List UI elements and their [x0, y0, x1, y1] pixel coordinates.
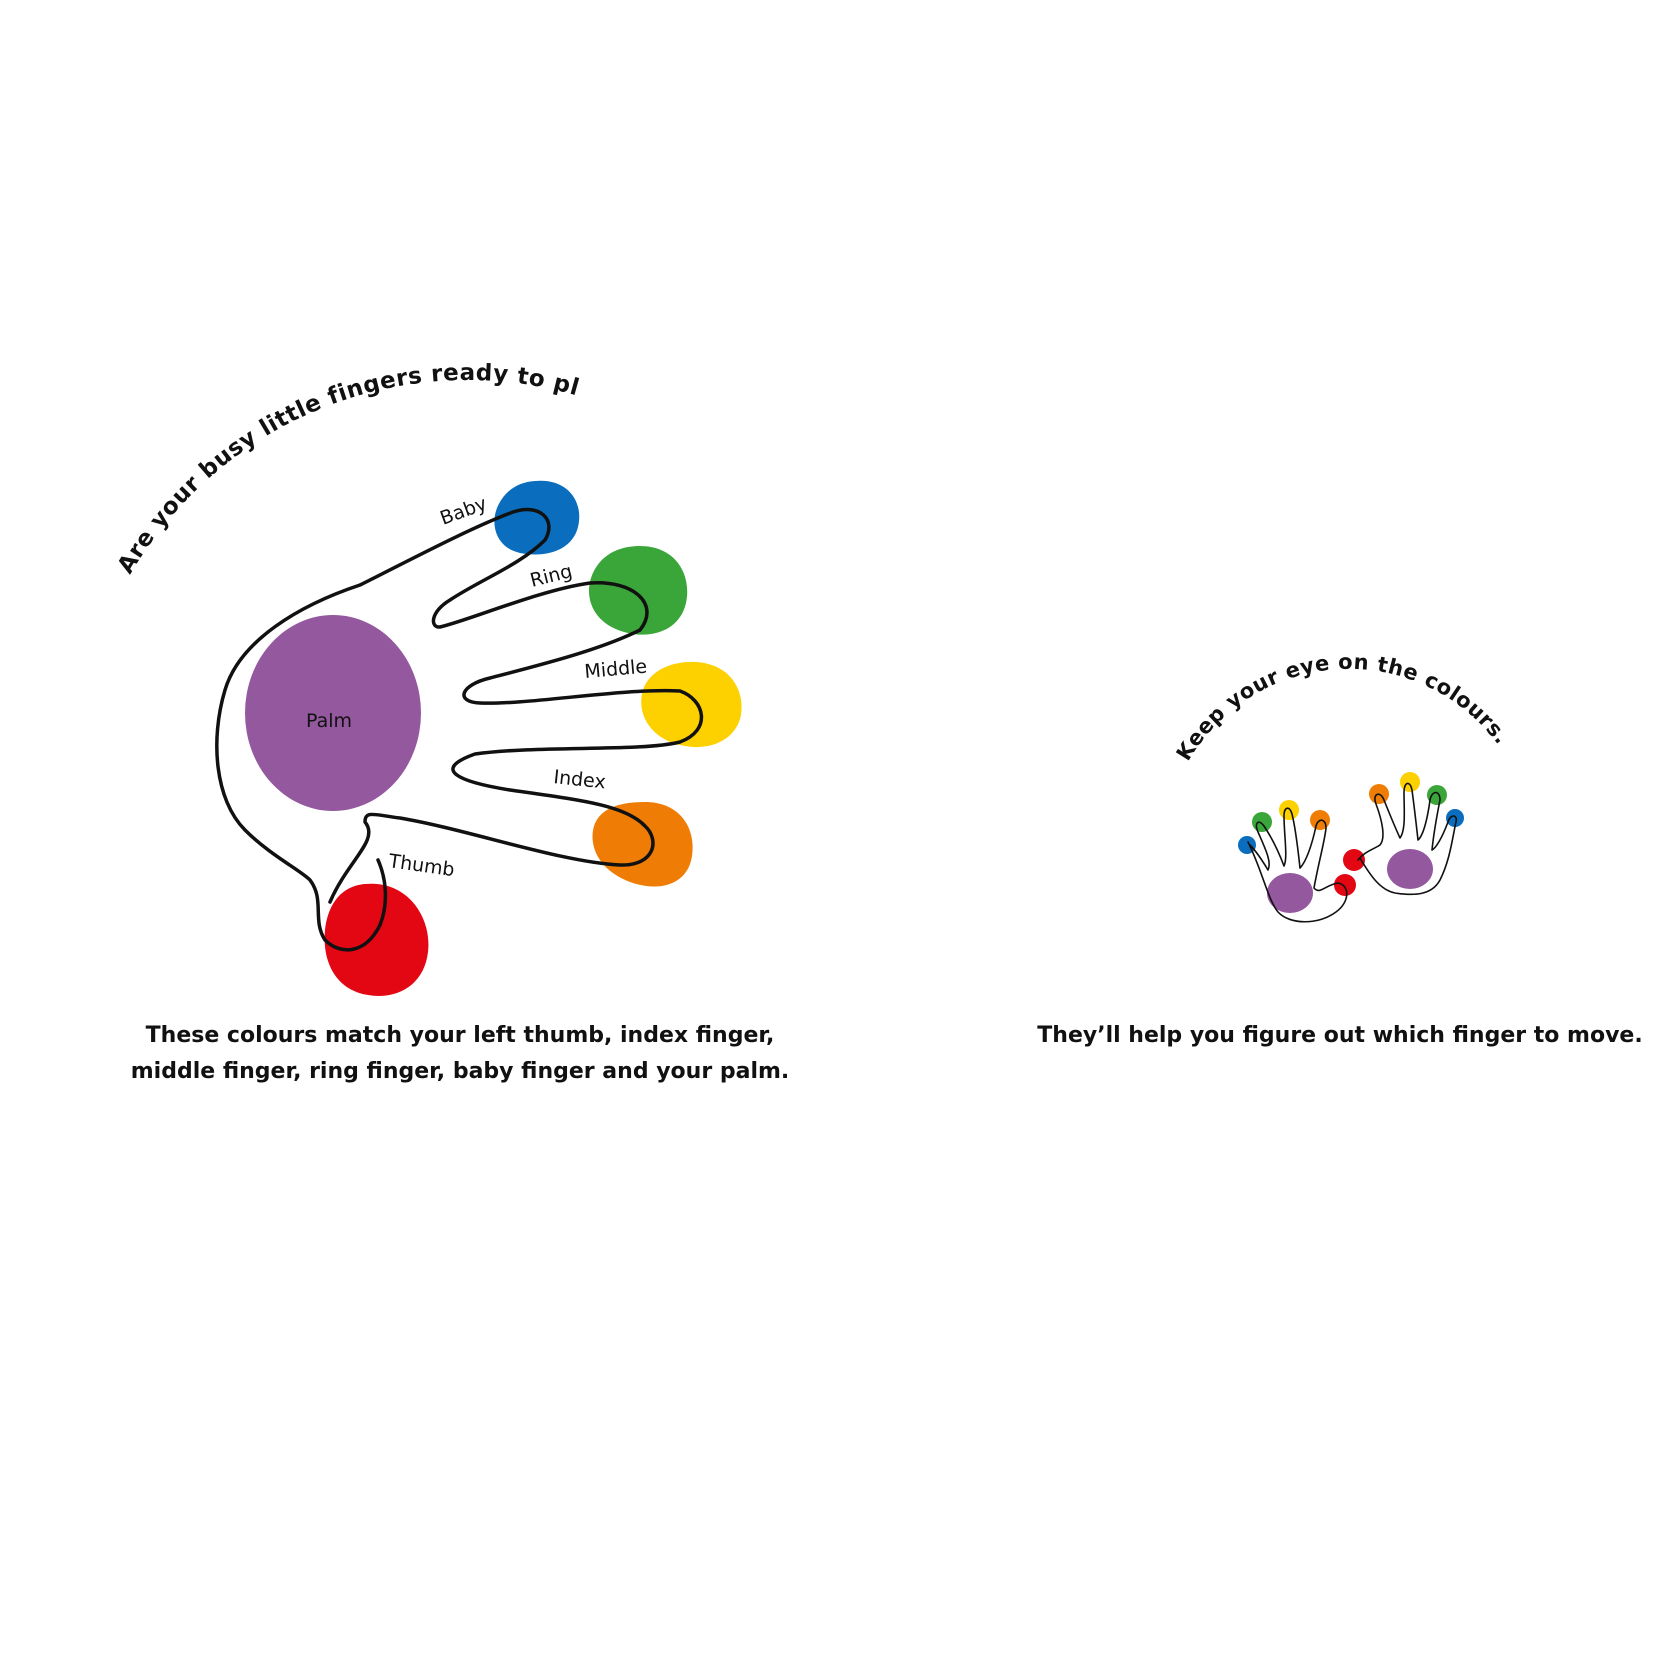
- hand-outline-icon: [215, 507, 704, 952]
- small-right-thumb-dot: [1343, 849, 1365, 871]
- small-left-thumb-dot: [1334, 874, 1356, 896]
- two-hands-icon: [1238, 772, 1464, 923]
- label-thumb: Thumb: [386, 850, 456, 881]
- left-caption: These colours match your left thumb, ind…: [60, 1018, 860, 1090]
- small-right-hand: [1343, 772, 1464, 896]
- right-heading: Keep your eye on the colours.: [1172, 650, 1514, 765]
- label-palm: Palm: [306, 710, 352, 732]
- left-page: Are your busy little fingers ready to pl…: [0, 0, 742, 996]
- right-heading-text: Keep your eye on the colours.: [1172, 650, 1514, 765]
- index-finger-blob: [592, 802, 693, 887]
- thumb-blob: [324, 883, 429, 996]
- right-caption: They’ll help you figure out which finger…: [1037, 1023, 1643, 1048]
- palm-blob: [245, 615, 421, 811]
- small-left-palm: [1267, 873, 1313, 913]
- label-index: Index: [552, 766, 606, 793]
- left-caption-line-2: middle finger, ring finger, baby finger …: [130, 1059, 790, 1084]
- small-right-middle-dot: [1400, 772, 1420, 792]
- small-left-ring-dot: [1252, 812, 1272, 832]
- label-middle: Middle: [584, 656, 648, 683]
- small-left-hand: [1238, 800, 1356, 923]
- left-heading-text: Are your busy little fingers ready to pl…: [0, 0, 582, 578]
- small-left-baby-dot: [1238, 836, 1256, 854]
- left-heading: Are your busy little fingers ready to pl…: [0, 0, 582, 578]
- middle-finger-blob: [641, 661, 742, 748]
- ring-finger-blob: [588, 546, 688, 635]
- right-page: Keep your eye on the colours.: [1172, 650, 1514, 923]
- small-right-baby-dot: [1446, 809, 1464, 827]
- small-right-ring-dot: [1427, 785, 1447, 805]
- small-right-palm: [1387, 849, 1433, 889]
- small-left-middle-dot: [1279, 800, 1299, 820]
- baby-finger-blob: [494, 480, 580, 555]
- left-caption-line-1: These colours match your left thumb, ind…: [145, 1023, 775, 1048]
